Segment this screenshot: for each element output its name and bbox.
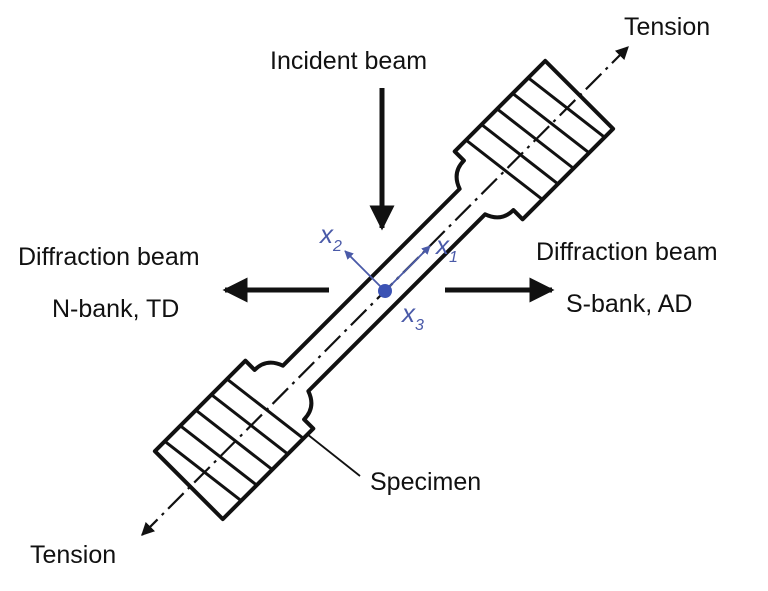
x3-axis-label: x3: [400, 298, 424, 334]
tension-top-label: Tension: [624, 13, 710, 41]
origin-dot: [378, 284, 392, 298]
diffraction-left-bank: N-bank, TD: [52, 295, 179, 323]
x2-axis-arrow: [344, 250, 386, 292]
diffraction-right-title: Diffraction beam: [536, 238, 718, 266]
x1-axis-label: x1: [434, 230, 458, 266]
tension-bottom-label: Tension: [30, 541, 116, 569]
x1-axis-arrow: [384, 245, 431, 292]
incident-beam-label: Incident beam: [270, 47, 427, 75]
diffraction-right-bank: S-bank, AD: [566, 290, 692, 318]
specimen-label: Specimen: [370, 468, 481, 496]
diffraction-left-title: Diffraction beam: [18, 243, 200, 271]
x2-axis-label: x2: [318, 219, 342, 255]
specimen-leader-line: [306, 433, 361, 477]
